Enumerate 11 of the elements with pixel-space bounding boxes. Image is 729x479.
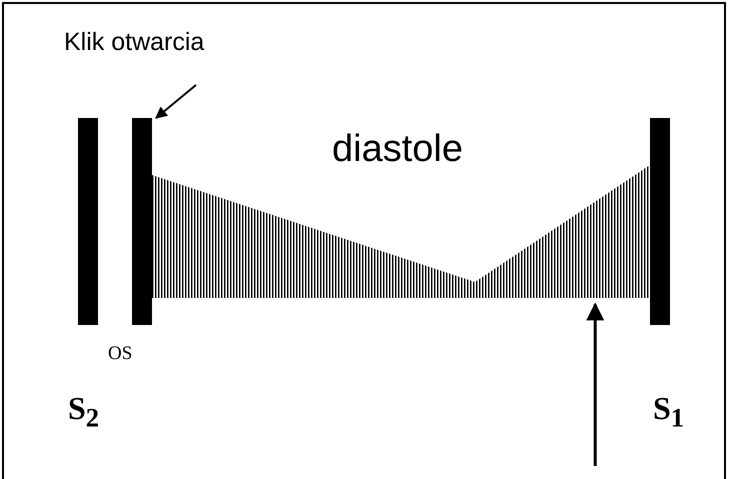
leader-line [155, 84, 197, 119]
heart-sound-bar [650, 118, 670, 325]
sound-label: S$_{2}$ [68, 390, 100, 434]
murmur-waveform [152, 165, 650, 298]
sound-label: OS [108, 343, 132, 365]
sound-label: S$_{1}$ [653, 390, 684, 434]
phase-label: diastole [332, 128, 463, 171]
annotation-text: Klik otwarcia [64, 28, 204, 57]
heart-sound-bar [78, 118, 98, 325]
arrow [586, 302, 604, 466]
heart-sound-bar [132, 118, 152, 325]
